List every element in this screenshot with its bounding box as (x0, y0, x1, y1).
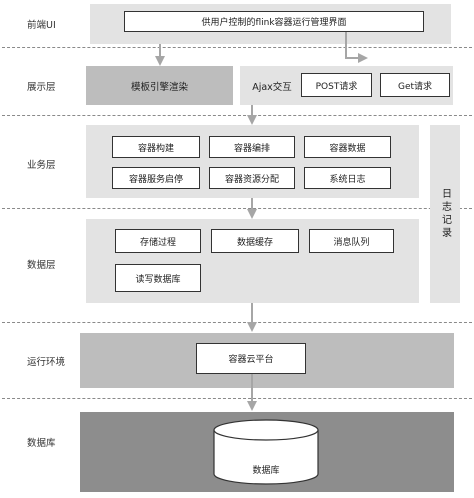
separator (2, 398, 472, 399)
database-cylinder-icon (213, 419, 319, 485)
data-item-message-queue: 消息队列 (309, 229, 394, 253)
layer-label-frontend: 前端UI (27, 20, 56, 31)
separator (2, 322, 472, 323)
separator (2, 47, 472, 48)
layer-label-display: 展示层 (27, 82, 56, 93)
business-item-resource-allocation: 容器资源分配 (209, 167, 295, 189)
layer-label-business: 业务层 (27, 160, 56, 171)
get-request-box: Get请求 (380, 73, 450, 97)
database-label: 数据库 (252, 465, 280, 476)
business-item-service-start-stop: 容器服务启停 (112, 167, 200, 189)
container-cloud-platform-box: 容器云平台 (196, 343, 306, 374)
log-record-panel: 日志记录 (430, 125, 460, 303)
business-item-container-build: 容器构建 (112, 136, 200, 158)
layer-label-database: 数据库 (27, 438, 56, 449)
layer-label-runtime: 运行环境 (27, 357, 66, 368)
data-item-data-cache: 数据缓存 (211, 229, 299, 253)
business-item-container-orchestration: 容器编排 (209, 136, 295, 158)
separator (2, 208, 472, 209)
business-item-system-log: 系统日志 (304, 167, 391, 189)
data-item-read-write-db: 读写数据库 (115, 264, 201, 292)
data-item-stored-procedure: 存储过程 (115, 229, 201, 253)
template-render-box: 模板引擎渲染 (86, 66, 233, 105)
layer-label-data: 数据层 (27, 260, 56, 271)
post-request-box: POST请求 (301, 73, 372, 97)
ajax-label: Ajax交互 (252, 81, 292, 93)
arrow-frontend-to-ajax (345, 32, 368, 63)
separator (2, 115, 472, 116)
business-item-container-data: 容器数据 (304, 136, 391, 158)
frontend-ui-box: 供用户控制的flink容器运行管理界面 (124, 11, 424, 32)
